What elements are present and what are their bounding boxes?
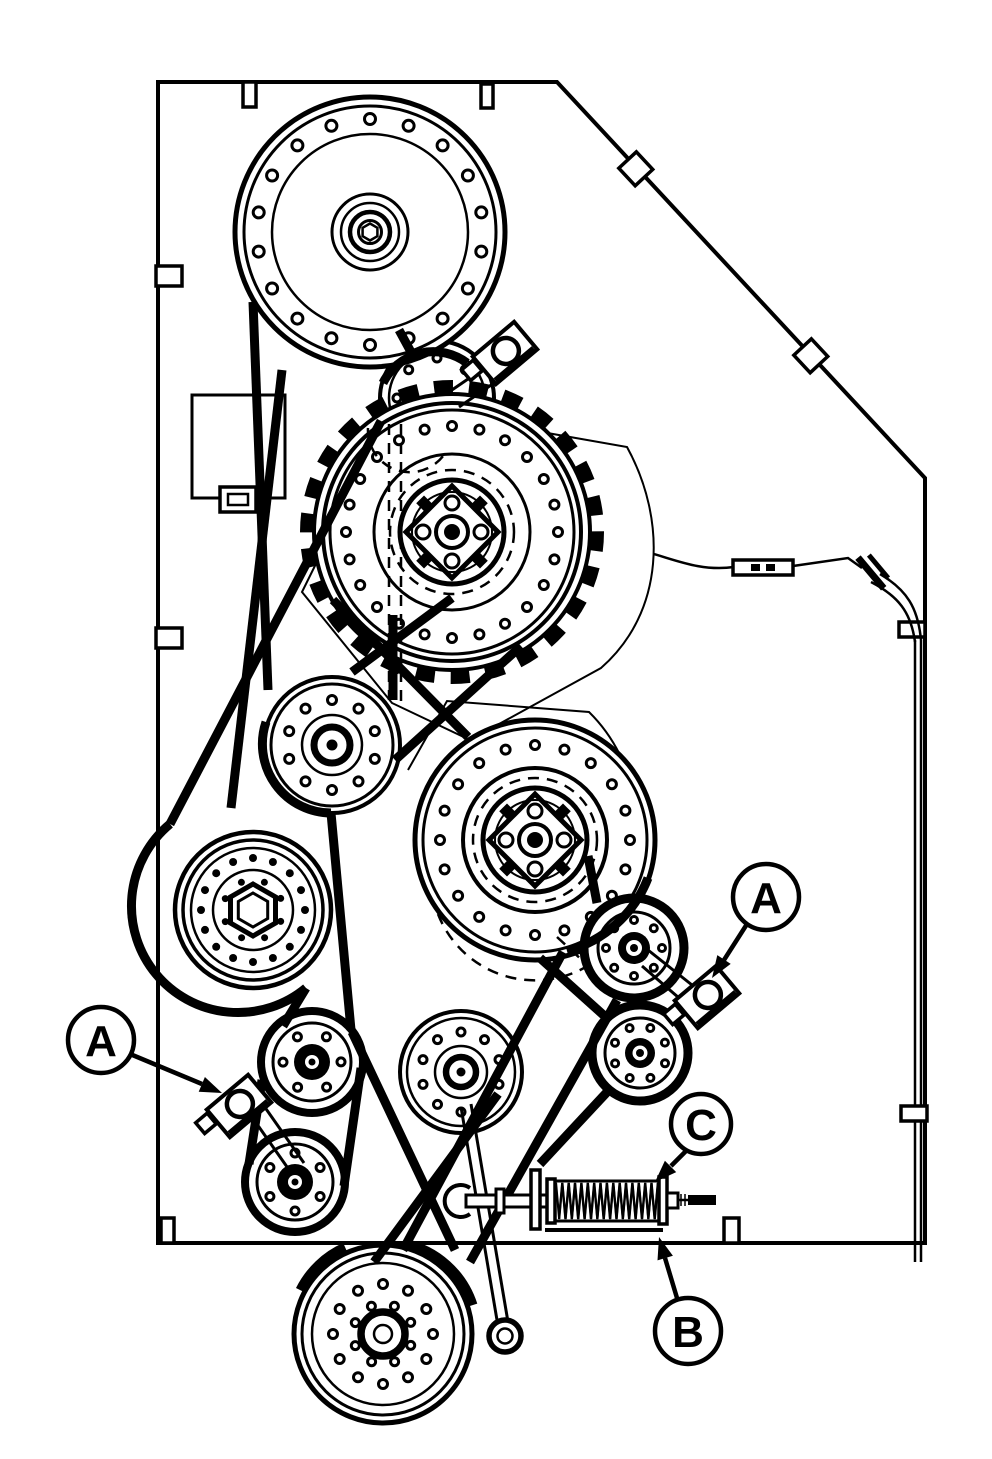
arrowhead <box>657 1237 673 1261</box>
callout-label-c: C <box>685 1101 717 1150</box>
callout-label-b: B <box>672 1308 704 1357</box>
callout-circle <box>65 1004 137 1076</box>
right-idler-upper <box>579 893 689 1003</box>
cover-plate <box>190 393 287 514</box>
frame-tab <box>722 1216 741 1245</box>
machine-frame <box>154 80 929 1262</box>
arrowhead <box>655 1160 677 1182</box>
cable-connector <box>731 558 795 577</box>
cable-end-fitting <box>855 553 891 591</box>
spring-bolt-rod <box>688 1195 716 1205</box>
frame-tab <box>159 1216 176 1245</box>
callout-b: B <box>652 1237 724 1367</box>
frame-tab <box>241 80 258 109</box>
cover-latch <box>218 485 258 514</box>
link-rod <box>459 1106 500 1327</box>
hidden-idler-edge <box>366 427 449 474</box>
frame-tab <box>791 336 831 376</box>
callout-circle <box>730 861 802 933</box>
left-idler-lower <box>241 1128 349 1236</box>
callout-circle <box>668 1091 734 1157</box>
callout-a-right: A <box>712 861 802 978</box>
frame-tab <box>154 626 184 650</box>
tension-spring-assembly <box>442 1103 716 1355</box>
tube-clamp <box>899 1104 929 1123</box>
callout-label-a-left: A <box>85 1017 117 1066</box>
hex-hub-pulley <box>172 829 334 991</box>
callout-circle <box>652 1295 724 1367</box>
adjuster-bolt-right <box>641 948 739 1039</box>
arrowhead <box>712 955 731 978</box>
frame-tab <box>479 82 495 110</box>
frame-tab <box>616 149 656 189</box>
link-eye <box>486 1317 524 1355</box>
adjuster-bolt-top <box>448 322 537 409</box>
callout-c: C <box>655 1091 734 1182</box>
drive-belts <box>126 301 653 1307</box>
spring-anchor-plate <box>529 1168 542 1231</box>
top-pulley <box>232 94 508 370</box>
callout-a-left: A <box>65 1004 222 1093</box>
bottom-pulley <box>291 1242 475 1426</box>
spring-coil <box>557 1182 663 1220</box>
spring-hook <box>442 1183 472 1219</box>
adjuster-bolt-left <box>194 1075 306 1175</box>
callout-label-a-right: A <box>750 874 782 923</box>
link-rod <box>469 1103 510 1323</box>
frame-tab <box>154 264 184 288</box>
arrowhead <box>198 1077 222 1093</box>
